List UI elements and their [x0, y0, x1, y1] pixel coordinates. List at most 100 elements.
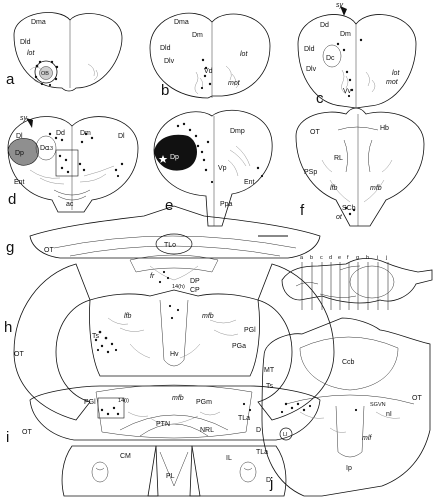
label-f-oc: ot [336, 214, 343, 221]
panel-letter-b: b [161, 82, 169, 99]
panel-j: Ccb Ts SGVN nI OT LI mlf Ip j [261, 317, 431, 497]
panel-letter-i: i [6, 429, 9, 446]
label-d-ref13: 13 [47, 146, 53, 152]
label-j-ot: OT [412, 395, 422, 402]
slice-label-d: d [329, 255, 332, 261]
panel-i: OT PGl 14(i) mfb PGm PTN NRL TLa D CM IL… [6, 384, 321, 497]
label-i-tla2: TLa [256, 449, 268, 456]
sulcus-ypsiloniformis-arrow-c [340, 6, 347, 16]
star-marker [158, 155, 168, 163]
panel-e: Dmp Dp Vp Ent Ppa e [153, 109, 273, 227]
dp-shaded-region-d [7, 138, 39, 166]
panel-c: sy Dd Dm Dld Dc Dlv Vv lot mot c [297, 2, 417, 109]
label-h-pga: PGa [232, 343, 246, 350]
label-e-dmp: Dmp [230, 128, 245, 135]
panel-g: OT TLo fr 14(h) DP CP g [6, 205, 321, 294]
label-h-ts: Ts [92, 333, 100, 340]
label-f-lfb: lfb [330, 185, 338, 192]
label-c-vv: Vv [343, 88, 352, 95]
label-j-li: LI [283, 432, 288, 438]
label-i-pgm: PGm [196, 399, 212, 406]
label-i-pgl: PGl [84, 399, 96, 406]
label-h-lfb: lfb [124, 313, 132, 320]
label-i-ptn: PTN [156, 421, 170, 428]
label-i-d: D [256, 427, 261, 434]
label-j-ip: Ip [346, 465, 352, 472]
lateral-interstitial-circle [279, 427, 293, 441]
dp-black-region-e [154, 134, 197, 171]
label-i-cm: CM [120, 453, 131, 460]
label-d-dd: Dd [56, 130, 65, 137]
label-j-ts: Ts [266, 383, 274, 390]
slice-label-b: b [310, 255, 313, 261]
slice-label-g: g [356, 255, 359, 261]
label-h-mfb: mfb [202, 313, 214, 320]
label-i-mfb: mfb [172, 395, 184, 402]
slice-label-e: e [338, 255, 341, 261]
label-a-lot: lot [27, 50, 35, 57]
label-c-mot: mot [386, 79, 399, 86]
label-c-dm: Dm [340, 31, 351, 38]
torus-longitudinalis [155, 233, 193, 255]
panel-letter-c: c [316, 90, 324, 107]
label-d-ac: ac [66, 201, 74, 208]
label-f-rl: RL [334, 155, 343, 162]
label-i-pl: PL [166, 473, 175, 480]
label-j-mlf: mlf [362, 435, 372, 442]
label-b-dlv: Dlv [164, 58, 175, 65]
label-g-fr: fr [150, 273, 155, 280]
label-c-dd: Dd [320, 22, 329, 29]
label-b-dm: Dm [192, 32, 203, 39]
label-f-psp: PSp [304, 169, 317, 176]
slice-label-c: c [320, 255, 323, 261]
label-d-ent: Ent [14, 179, 25, 186]
label-d-dl-right: Dl [118, 133, 125, 140]
label-c-dc: Dc [326, 55, 335, 62]
label-j-sgvn: SGVN [370, 402, 386, 408]
panel-letter-g: g [6, 239, 14, 256]
label-h-pgl: PGl [244, 327, 256, 334]
label-h-hv: Hv [170, 351, 179, 358]
label-e-dp: Dp [170, 154, 179, 161]
label-e-ent: Ent [244, 179, 255, 186]
olfactory-bulb-inner [39, 66, 53, 80]
panel-f: OT Hb RL PSp lfb mfb SCh ot f [295, 107, 425, 227]
label-d-sy: sy [20, 115, 28, 122]
label-e-vp: Vp [218, 165, 227, 172]
slice-label-j: j [385, 255, 387, 261]
slice-label-a: a [300, 255, 304, 261]
label-h-mt: MT [264, 367, 275, 374]
label-g-tlo: TLo [164, 242, 176, 249]
label-g-cp: CP [190, 287, 200, 294]
label-i-ot: OT [22, 429, 32, 436]
reference-box-13 [55, 149, 79, 177]
label-h-ot: OT [14, 351, 24, 358]
label-b-vd: Vd [204, 68, 213, 75]
label-d-dm: Dm [80, 130, 91, 137]
label-g-dp: DP [190, 278, 200, 285]
label-d-dl-left: Dl [16, 133, 23, 140]
label-f-sch: SCh [342, 205, 356, 212]
label-i-ref14i: 14(i) [118, 398, 129, 404]
label-j-ccb: Ccb [342, 359, 355, 366]
label-i-tla: TLa [238, 415, 250, 422]
label-c-dlv: Dlv [306, 66, 317, 73]
inset-brain-lateral-view: a b c d e f g h i j [281, 255, 433, 310]
label-d-dc: Dc [40, 145, 49, 152]
panel-h: OT Ts lfb mfb PGl PGa Hv MT h [4, 263, 335, 421]
label-j-ni: nI [386, 411, 392, 418]
panel-a: Dma Dld lot OB a [6, 12, 123, 92]
label-c-sy: sy [336, 2, 344, 9]
label-c-dld: Dld [304, 46, 315, 53]
label-e-ppa: Ppa [220, 201, 233, 208]
label-b-mot: mot [228, 80, 241, 87]
panel-letter-a: a [6, 71, 15, 88]
slice-label-h: h [366, 255, 369, 261]
slice-label-f: f [347, 255, 349, 261]
label-f-mfb: mfb [370, 185, 382, 192]
panel-letter-j: j [269, 475, 273, 492]
label-b-lot: lot [240, 51, 248, 58]
label-b-dld: Dld [160, 45, 171, 52]
label-g-ot: OT [44, 247, 54, 254]
